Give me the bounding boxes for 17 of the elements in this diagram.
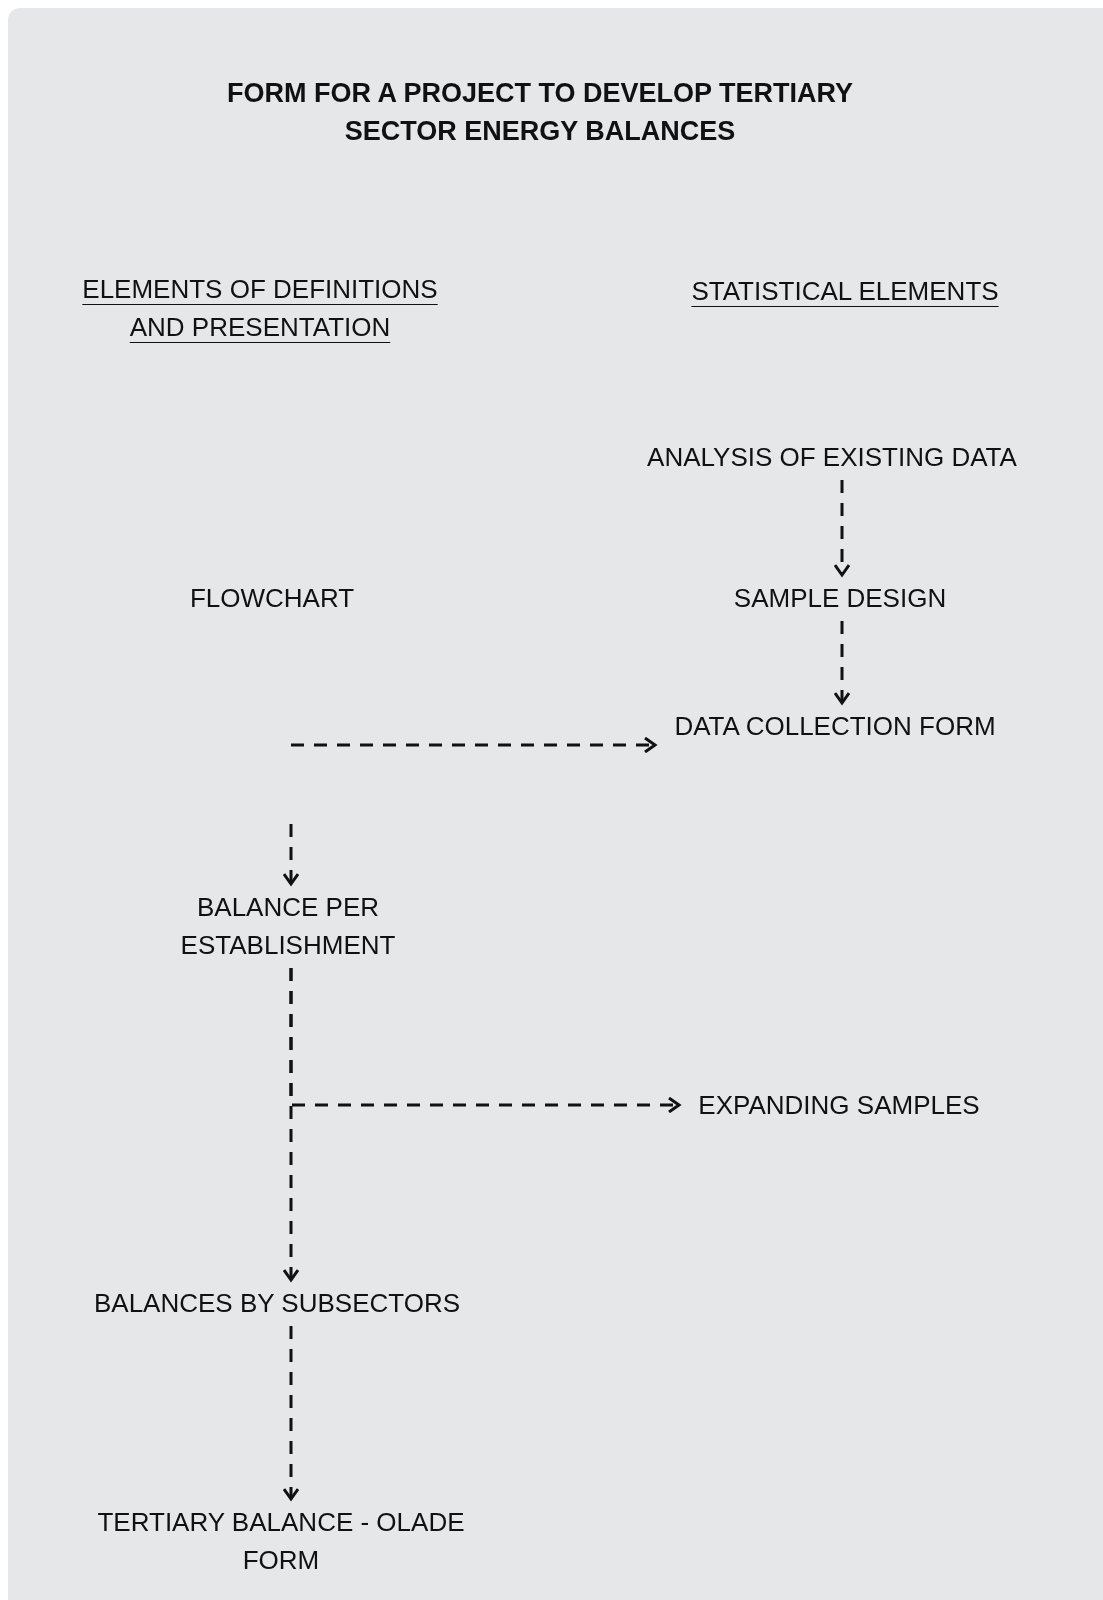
step-label: BALANCE PER ESTABLISHMENT bbox=[158, 884, 418, 968]
column-heading: ELEMENTS OF DEFINITIONS AND PRESENTATION bbox=[81, 273, 439, 344]
diagram-title: FORM FOR A PROJECT TO DEVELOP TERTIARY SECTOR ENERGY BALANCES bbox=[225, 77, 855, 148]
step-label: SAMPLE DESIGN bbox=[710, 575, 970, 621]
step-label: BALANCES BY SUBSECTORS bbox=[67, 1280, 487, 1326]
dashed-arrow bbox=[282, 1326, 300, 1501]
dashed-arrow bbox=[282, 824, 300, 886]
column-heading: STATISTICAL ELEMENTS bbox=[690, 275, 1000, 308]
step-label: ANALYSIS OF EXISTING DATA bbox=[632, 434, 1032, 480]
step-label: DATA COLLECTION FORM bbox=[655, 703, 1015, 749]
step-label: FLOWCHART bbox=[172, 575, 372, 621]
dashed-arrow bbox=[833, 621, 851, 705]
dashed-arrow bbox=[833, 480, 851, 577]
step-label: EXPANDING SAMPLES bbox=[679, 1082, 999, 1128]
dashed-arrow bbox=[291, 736, 657, 754]
dashed-arrow bbox=[289, 968, 681, 1114]
step-label: TERTIARY BALANCE - OLADE FORM bbox=[71, 1499, 491, 1583]
